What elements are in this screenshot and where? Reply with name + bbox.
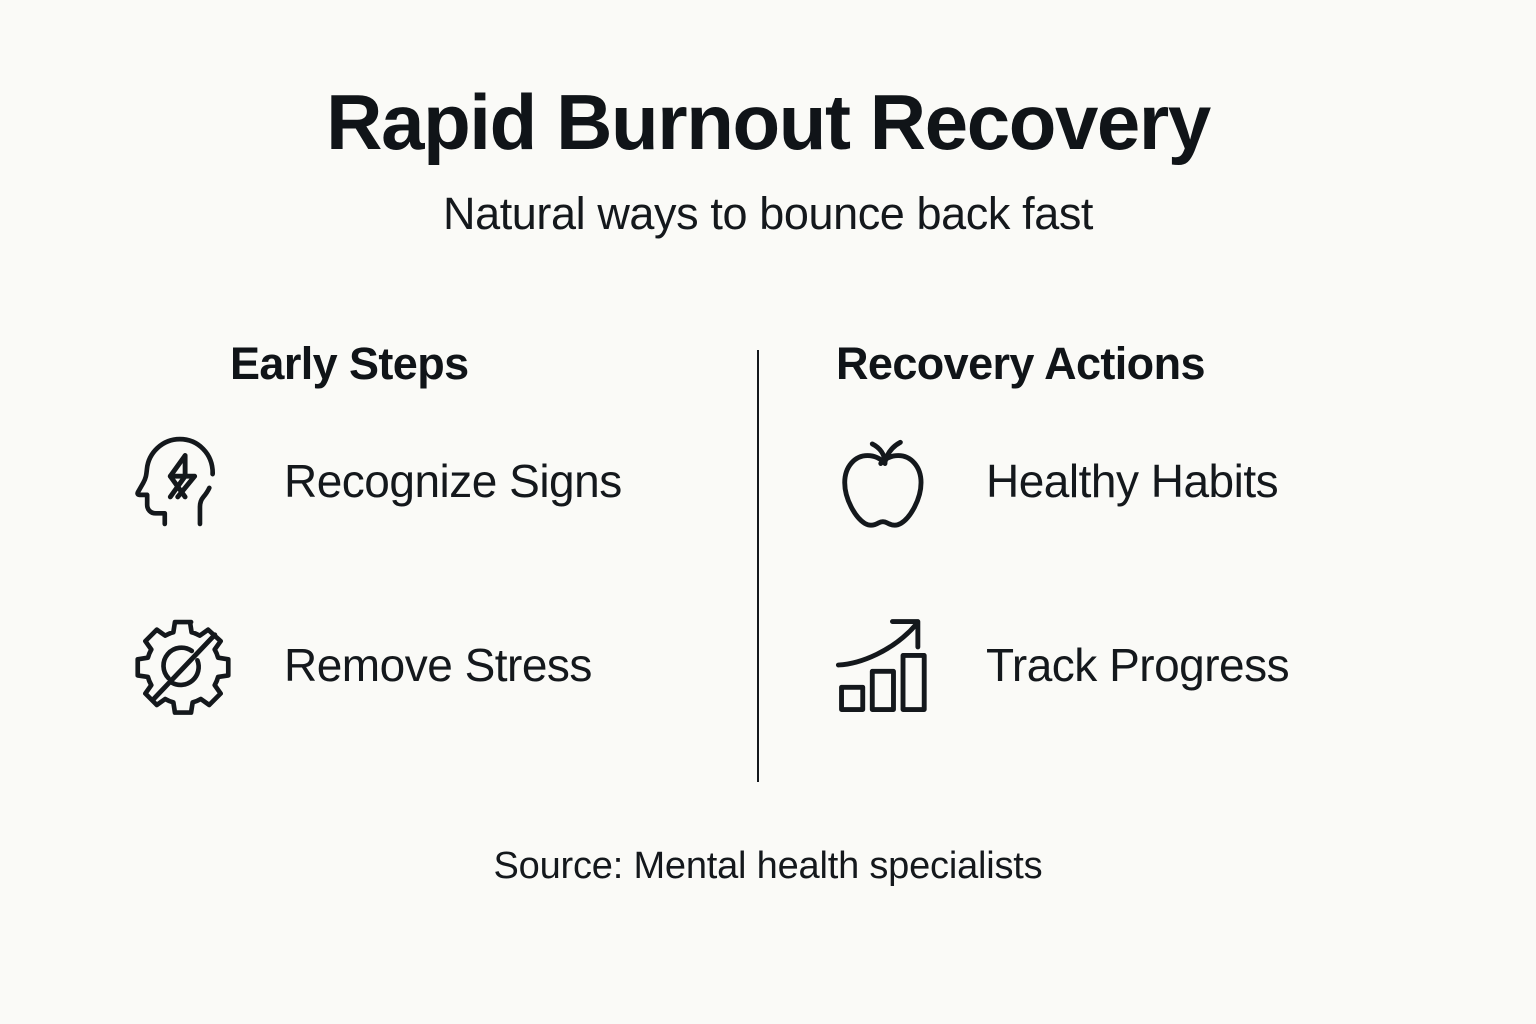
- bar-chart-arrow-up-icon: [826, 606, 944, 724]
- item-list-early-steps: Recognize Signs Remove Stress: [68, 390, 758, 758]
- column-recovery-actions: Recovery Actions Healthy Habits: [778, 338, 1468, 758]
- list-item-label: Track Progress: [986, 639, 1290, 691]
- list-item[interactable]: Recognize Signs: [68, 390, 758, 572]
- source-note: Source: Mental health specialists: [493, 845, 1043, 887]
- column-divider: [757, 350, 759, 782]
- page-subtitle: Natural ways to bounce back fast: [442, 188, 1094, 240]
- footer: Source: Mental health specialists: [0, 845, 1536, 888]
- page-title: Rapid Burnout Recovery: [326, 78, 1211, 166]
- columns-section: Early Steps Recognize Signs: [0, 338, 1536, 798]
- item-list-recovery-actions: Healthy Habits Track Progress: [778, 390, 1468, 758]
- apple-icon: [826, 422, 944, 540]
- gear-off-icon: [124, 606, 242, 724]
- list-item-label: Remove Stress: [284, 639, 592, 691]
- list-item-label: Healthy Habits: [986, 455, 1279, 507]
- list-item[interactable]: Healthy Habits: [778, 390, 1468, 572]
- list-item[interactable]: Track Progress: [778, 572, 1468, 758]
- header: Rapid Burnout Recovery Natural ways to b…: [0, 78, 1536, 240]
- column-heading-recovery-actions: Recovery Actions: [836, 338, 1205, 389]
- list-item-label: Recognize Signs: [284, 455, 622, 507]
- head-lightning-icon: [124, 422, 242, 540]
- column-heading-early-steps: Early Steps: [230, 338, 469, 389]
- list-item[interactable]: Remove Stress: [68, 572, 758, 758]
- column-early-steps: Early Steps Recognize Signs: [68, 338, 758, 758]
